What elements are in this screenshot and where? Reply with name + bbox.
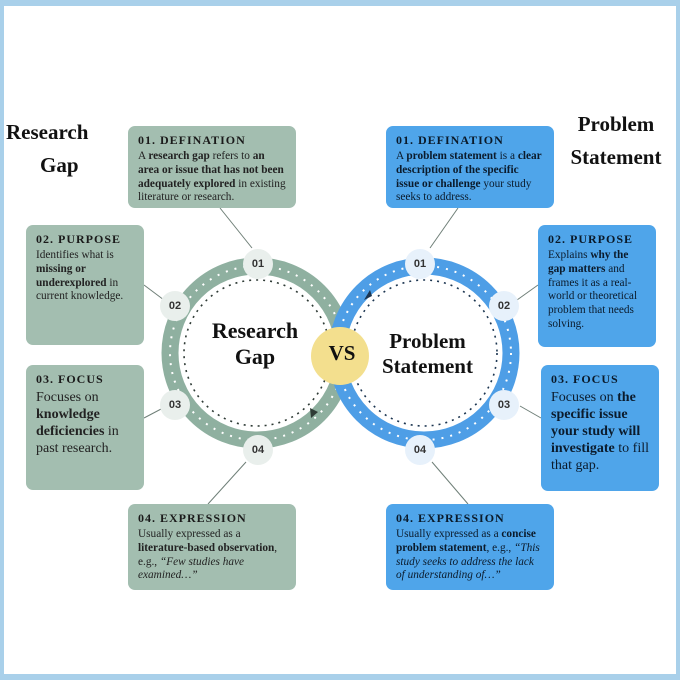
- problem-statement-node-03: 03: [489, 390, 519, 420]
- problem-statement-title-line2: Statement: [570, 144, 662, 169]
- vs-circle: [311, 327, 369, 385]
- card-body: Usually expressed as a literature-based …: [138, 528, 278, 582]
- card-body: Identifies what is missing or underexplo…: [36, 249, 124, 303]
- research-gap-focus-card: 03. FOCUS Focuses on knowledge deficienc…: [26, 365, 144, 490]
- card-body: A problem statement is a clear descripti…: [396, 150, 542, 204]
- problem-statement-node-02: 02: [489, 291, 519, 321]
- problem-statement-arrow-icon: [364, 290, 372, 300]
- research-gap-title: Research Gap: [6, 116, 126, 181]
- card-heading: 04. EXPRESSION: [396, 511, 505, 525]
- research-gap-definition-card: 01. DEFINATION A research gap refers to …: [128, 126, 296, 208]
- problem-statement-center-line1: Problem: [389, 329, 466, 353]
- problem-statement-node-04: 04: [405, 435, 435, 465]
- problem-statement-expression-card: 04. EXPRESSION Usually expressed as a co…: [386, 504, 554, 590]
- problem-statement-definition-card: 01. DEFINATION A problem statement is a …: [386, 126, 554, 208]
- research-gap-title-line1: Research: [6, 120, 89, 144]
- card-body: A research gap refers to an area or issu…: [138, 150, 286, 204]
- card-heading: 03. FOCUS: [36, 372, 104, 386]
- card-heading: 01. DEFINATION: [396, 133, 504, 147]
- card-body: Usually expressed as a concise problem s…: [396, 528, 540, 582]
- card-body: Focuses on knowledge deficiencies in pas…: [36, 390, 119, 457]
- card-body: Focuses on the specific issue your study…: [551, 390, 649, 474]
- frame-left-border: [0, 0, 4, 680]
- frame-bottom-border: [0, 674, 680, 680]
- frame-right-border: [676, 0, 680, 680]
- problem-statement-center-line2: Statement: [382, 353, 473, 378]
- card-heading: 03. FOCUS: [551, 372, 619, 386]
- problem-statement-inner-dotted: [350, 279, 498, 427]
- research-gap-node-01: 01: [243, 249, 273, 279]
- research-gap-center-label: Research Gap: [195, 318, 315, 370]
- problem-statement-node-01: 01: [405, 249, 435, 279]
- problem-statement-focus-card: 03. FOCUS Focuses on the specific issue …: [541, 365, 659, 491]
- research-gap-expression-card: 04. EXPRESSION Usually expressed as a li…: [128, 504, 296, 590]
- research-gap-node-02: 02: [160, 291, 190, 321]
- problem-statement-title: Problem Statement: [556, 108, 676, 173]
- problem-statement-purpose-card: 02. PURPOSE Explains why the gap matters…: [538, 225, 656, 347]
- research-gap-purpose-card: 02. PURPOSE Identifies what is missing o…: [26, 225, 144, 345]
- card-heading: 02. PURPOSE: [36, 232, 122, 246]
- research-gap-arrow-icon: [310, 408, 318, 418]
- research-gap-center-line1: Research: [211, 318, 299, 343]
- research-gap-node-03: 03: [160, 390, 190, 420]
- card-heading: 04. EXPRESSION: [138, 511, 247, 525]
- left-connectors: [143, 207, 253, 505]
- research-gap-title-line2: Gap: [40, 152, 79, 177]
- right-connectors: [429, 207, 542, 505]
- card-body: Explains why the gap matters and frames …: [548, 249, 638, 330]
- research-gap-center-line2: Gap: [234, 343, 276, 369]
- card-heading: 01. DEFINATION: [138, 133, 246, 147]
- vs-label: VS: [328, 341, 356, 365]
- research-gap-node-04: 04: [243, 435, 273, 465]
- problem-statement-center-label: Problem Statement: [365, 329, 490, 379]
- problem-statement-title-line1: Problem: [577, 112, 655, 136]
- frame-top-border: [0, 0, 680, 6]
- card-heading: 02. PURPOSE: [548, 232, 634, 246]
